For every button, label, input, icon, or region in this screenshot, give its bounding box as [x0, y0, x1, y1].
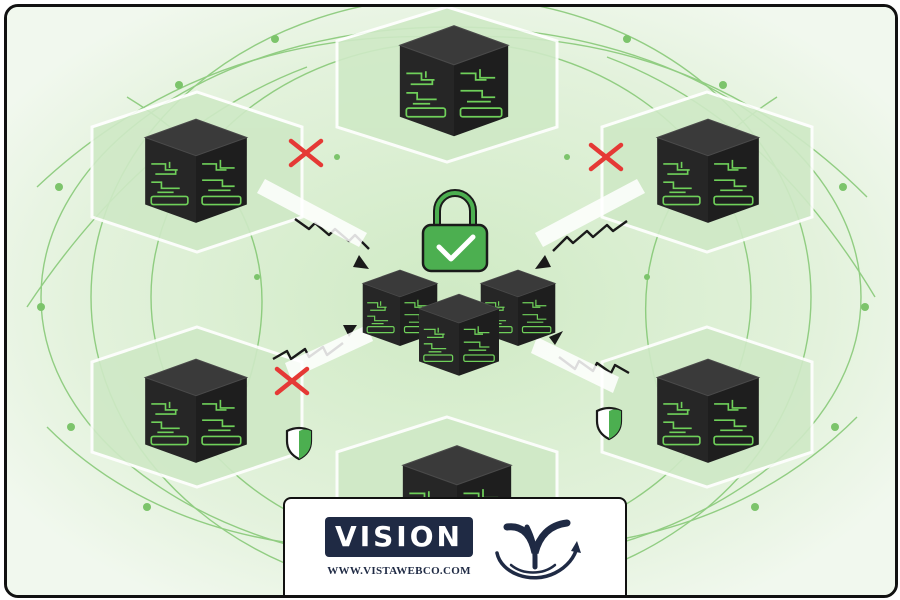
shield-icon: [285, 406, 623, 461]
server-top-left: [144, 118, 248, 224]
server-top-right: [656, 118, 760, 224]
red-x-icon: [274, 138, 624, 396]
brand-logo-box: VISION WWW.VISTAWEBCO.COM: [283, 497, 627, 595]
signal-stripes: [257, 179, 645, 393]
padlock-check-icon: [421, 189, 489, 273]
brand-url: WWW.VISTAWEBCO.COM: [327, 565, 471, 577]
server-bottom-right: [656, 358, 760, 464]
illustration-frame: VISION WWW.VISTAWEBCO.COM: [4, 4, 898, 598]
server-top: [398, 24, 510, 138]
server-bottom-left: [144, 358, 248, 464]
vision-banner: VISION: [325, 517, 473, 557]
attack-arrowheads: [343, 255, 563, 345]
brand-name: VISION: [335, 520, 463, 553]
network-nodes: [37, 35, 869, 511]
vision-logo-icon: [495, 519, 581, 580]
